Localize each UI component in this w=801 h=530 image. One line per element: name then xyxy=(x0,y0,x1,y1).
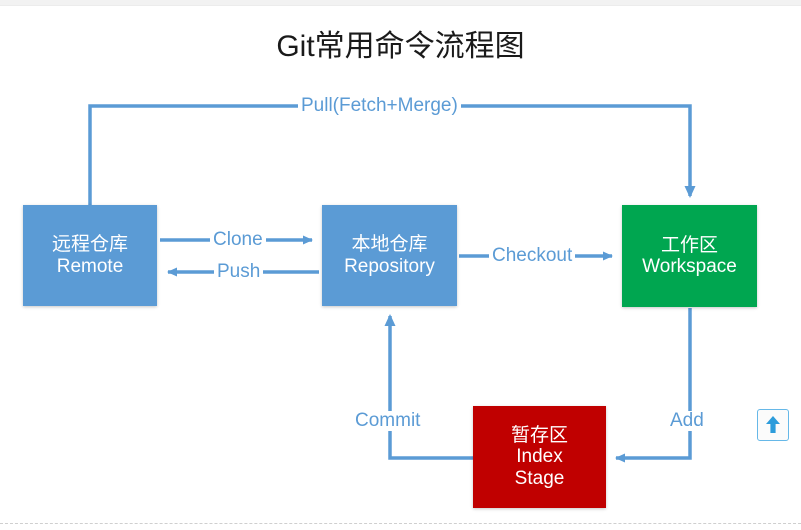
repository-node-line1: 本地仓库 xyxy=(351,234,428,256)
scroll-to-top-button[interactable] xyxy=(757,409,789,441)
local-repository-node[interactable]: 本地仓库 Repository xyxy=(322,205,457,306)
edge-label-add: Add xyxy=(667,411,707,431)
index-node-line1: 暂存区 xyxy=(510,425,568,447)
edge-label-pull: Pull(Fetch+Merge) xyxy=(298,96,461,116)
index-node-line2: Index xyxy=(516,446,563,468)
edge-label-checkout: Checkout xyxy=(489,246,576,266)
remote-node-line2: Remote xyxy=(56,255,124,277)
bottom-divider xyxy=(0,523,801,524)
arrow-up-icon xyxy=(766,416,780,433)
workspace-node-line1: 工作区 xyxy=(660,234,718,256)
top-strip xyxy=(0,0,801,6)
edge-label-commit: Commit xyxy=(352,411,424,431)
workspace-node-line2: Workspace xyxy=(642,256,737,277)
index-node-line3: Stage xyxy=(514,467,565,489)
edge-pull xyxy=(88,104,696,205)
edge-label-push: Push xyxy=(214,262,264,282)
remote-repository-node[interactable]: 远程仓库 Remote xyxy=(23,205,157,306)
page-title: Git常用命令流程图 xyxy=(276,30,525,64)
edge-label-clone: Clone xyxy=(210,230,266,250)
edge-commit xyxy=(384,314,473,460)
edge-add xyxy=(615,308,692,463)
repository-node-line2: Repository xyxy=(344,255,435,277)
index-stage-node[interactable]: 暂存区 Index Stage xyxy=(473,406,606,508)
remote-node-line1: 远程仓库 xyxy=(51,234,128,256)
workspace-node[interactable]: 工作区 Workspace xyxy=(622,205,757,307)
